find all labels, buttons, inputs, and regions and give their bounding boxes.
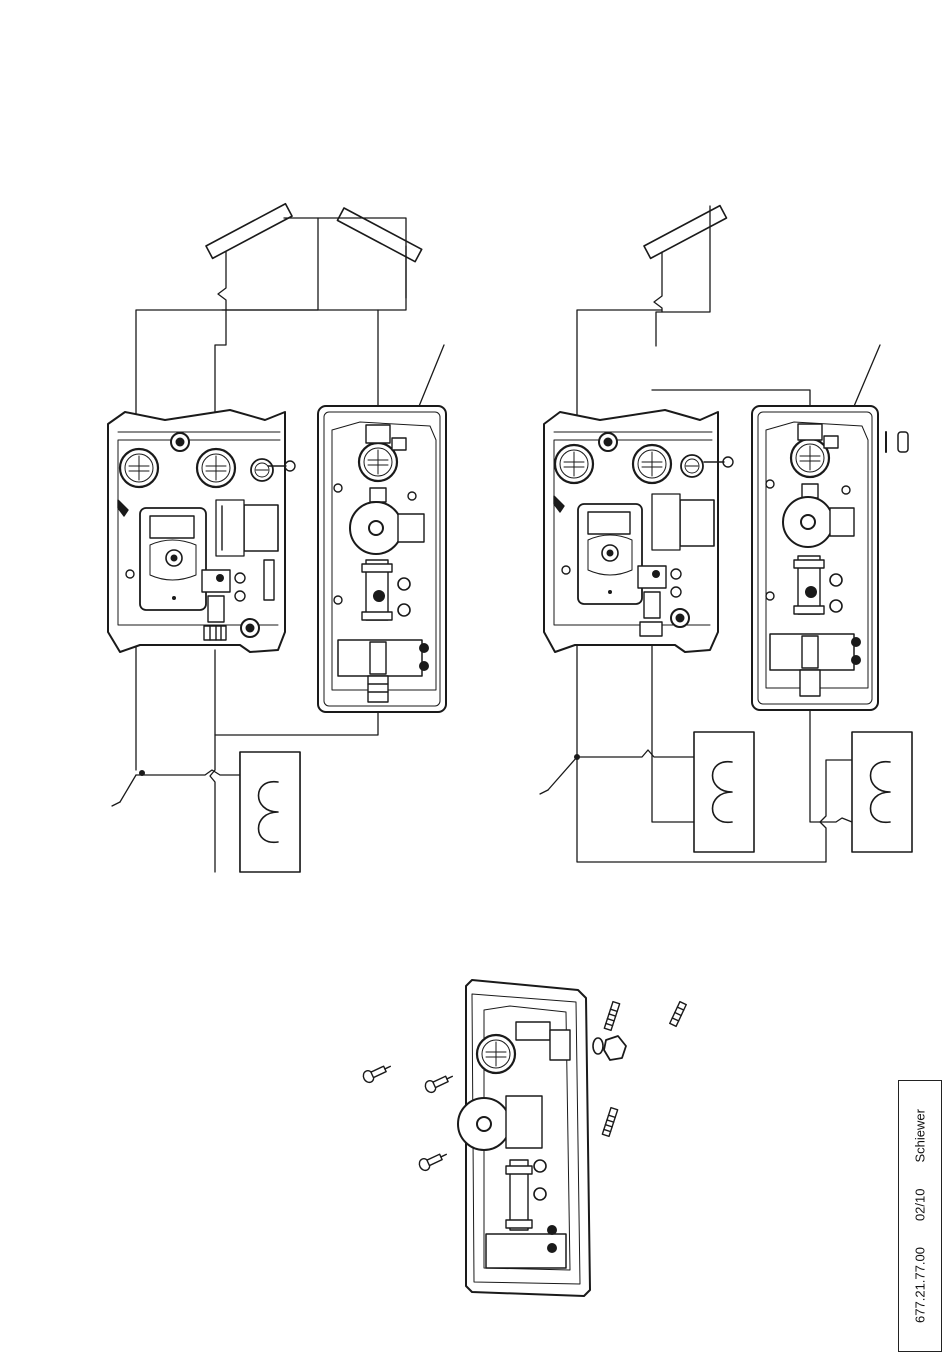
spare-part	[898, 432, 908, 452]
left-installation	[108, 204, 446, 872]
solar-collector	[206, 204, 292, 259]
flow-meter	[208, 596, 224, 622]
thermometer-gauge	[555, 445, 593, 483]
controller-display	[588, 512, 630, 534]
thermometer-gauge	[633, 445, 671, 483]
sensor-junction	[139, 770, 145, 776]
right-installation	[540, 206, 912, 862]
washer	[593, 1038, 603, 1054]
storage-tank	[694, 732, 754, 852]
auxiliary-station	[752, 406, 878, 710]
main-station	[544, 410, 733, 652]
pressure-gauge	[251, 459, 273, 481]
wall-plug	[562, 566, 570, 574]
title-block: 677.21.77.00 02/10 Schiewer	[898, 1080, 942, 1352]
solar-collector	[337, 208, 421, 262]
thermometer-gauge	[120, 449, 158, 487]
sensor-junction	[574, 754, 580, 760]
wall-plug	[126, 570, 134, 578]
stud-screw	[670, 1002, 686, 1027]
nut	[604, 1036, 626, 1060]
thermometer-gauge	[477, 1035, 515, 1073]
storage-tank	[852, 732, 912, 852]
wall-plug	[241, 619, 259, 637]
stud-screw	[604, 1002, 619, 1031]
document-date: 02/10	[913, 1189, 928, 1222]
solar-collector	[644, 206, 727, 259]
wall-plug	[599, 433, 617, 451]
document-author: Schiewer	[913, 1109, 928, 1162]
controller-display	[150, 516, 194, 538]
wall-plug	[361, 1061, 392, 1084]
stud-screw	[602, 1108, 617, 1137]
wall-plug	[171, 433, 189, 451]
auxiliary-station	[318, 406, 446, 712]
circulation-pump	[680, 500, 714, 546]
wall-plug	[423, 1071, 454, 1094]
main-station	[108, 410, 295, 652]
storage-tank	[240, 752, 300, 872]
circulation-pump	[244, 505, 278, 551]
title-block-text: 677.21.77.00 02/10 Schiewer	[913, 1109, 928, 1323]
document-number: 677.21.77.00	[913, 1247, 928, 1323]
pressure-gauge	[681, 455, 703, 477]
flow-meter	[644, 592, 660, 618]
thermometer-gauge	[197, 449, 235, 487]
wall-plug	[671, 609, 689, 627]
auxiliary-station-exploded-view	[361, 980, 686, 1296]
wall-plug	[417, 1149, 448, 1172]
